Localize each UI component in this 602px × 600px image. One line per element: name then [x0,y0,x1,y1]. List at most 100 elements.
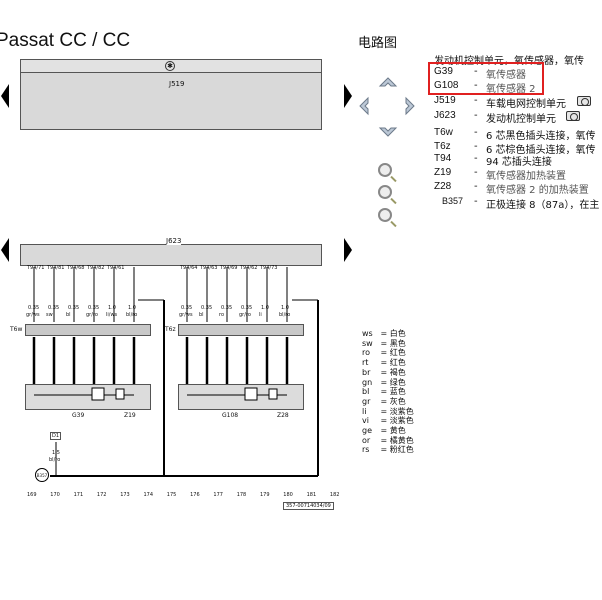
g39-sensor-box [25,384,151,410]
color-name: 黑色 [389,338,406,348]
wire-color: bl/ro [126,312,138,318]
camera-icon[interactable] [577,96,591,106]
equals-sign: = [378,348,390,358]
legend-dash: - [474,167,478,178]
wire-color: gr/ws [26,312,40,318]
equals-sign: = [378,406,390,416]
t6w-label: T6w [10,326,23,333]
camera-icon[interactable] [566,111,580,121]
j519-label: J519 [169,80,185,88]
prev-page-arrow-lower-icon[interactable] [1,238,9,262]
legend-code: Z19 [434,167,452,178]
pin-connector-label: T94/69 [220,265,238,271]
legend-code: T94 [434,153,452,164]
equals-sign: = [378,367,390,377]
pin-connector-label: T94/62 [240,265,258,271]
color-name: 淡紫色 [389,406,414,416]
color-code: br [362,367,371,377]
color-name: 白色 [389,329,406,338]
color-code: rt [362,358,369,368]
color-code: ge [362,426,372,435]
fuse-d1: D1 [50,432,61,440]
pin-connector-label: T94/81 [47,265,65,271]
color-code-row: vi = 淡紫色 [362,415,414,426]
color-name: 红色 [389,358,406,368]
fuse-wire-color: bl/ro [49,457,61,463]
color-code-row: rt = 红色 [362,357,406,368]
color-name: 褐色 [389,367,406,377]
left-sensor-element [91,387,105,401]
wiring-diagram [32,267,319,477]
legend-description: 氧传感器 [486,70,526,81]
zoom-out-icon[interactable] [378,208,392,222]
legend-description: 6 芯棕色插头连接，氧传 [486,145,596,156]
next-page-arrow-lower-icon[interactable] [344,238,352,262]
document-id: 357-00714034/09 [283,502,334,510]
equals-sign: = [378,387,390,397]
legend-description: 氧传感器 2 [486,84,536,95]
legend-dash: - [474,66,478,77]
color-code-row: sw = 黑色 [362,338,406,349]
color-code: sw [362,338,373,348]
color-name: 橘黄色 [389,435,414,445]
legend-description: 正极连接 8（87a），在主 [486,200,600,211]
grid-number: 180 [283,492,293,498]
color-code: vi [362,416,369,426]
color-code-row: or = 橘黄色 [362,435,414,446]
color-code-row: gn = 绿色 [362,377,406,388]
equals-sign: = [378,435,390,445]
g108-label: G108 [222,412,239,419]
grid-number: 177 [213,492,223,498]
pin-connector-label: T94/64 [180,265,198,271]
legend-dash: - [474,95,478,106]
legend-code: G39 [434,66,453,77]
wire-color: bl [66,312,71,318]
pin-connector-label: T94/82 [87,265,105,271]
color-code-row: br = 褐色 [362,367,406,378]
wire-color: gr/ro [239,312,251,318]
color-name: 绿色 [389,377,406,387]
grid-number: 174 [143,492,154,498]
nav-arrows-icon[interactable] [358,76,418,140]
legend-description: 6 芯黑色插头连接，氧传 [486,131,596,142]
nav-pad [358,76,418,140]
grid-number: 178 [236,492,247,498]
legend-dash: - [474,127,478,138]
pin-connector-label: T94/68 [67,265,85,271]
pin-connector-label: T94/61 [107,265,125,271]
grid-number: 182 [329,492,340,498]
wire-color: ro [219,312,225,318]
legend-description: 氧传感器加热装置 [486,171,566,182]
grid-number: 172 [96,492,107,498]
zoom-in-icon[interactable] [378,185,392,199]
pin-connector-label: T94/63 [200,265,218,271]
color-code-row: rs = 粉红色 [362,444,414,455]
g108-sensor-box [178,384,304,410]
zoom-fit-icon[interactable] [378,163,392,177]
grid-number: 179 [260,492,270,498]
grid-number: 181 [306,492,317,498]
wire-color: li/ws [106,312,118,318]
wire-size: 1.0 [108,305,116,311]
color-code: ro [362,348,371,358]
color-code: li [362,406,367,416]
wire-color: li [259,312,262,318]
grid-number: 173 [120,492,130,498]
b357-terminal: B357 [35,468,49,482]
equals-sign: = [378,329,390,338]
highlight-box [428,62,544,95]
next-page-arrow-icon[interactable] [344,84,352,108]
prev-page-arrow-icon[interactable] [1,84,9,108]
pin-connector-label: T94/71 [27,265,45,271]
equals-sign: = [378,338,390,348]
color-code-row: li = 淡紫色 [362,406,414,417]
equals-sign: = [378,426,390,435]
right-heater-element [268,388,278,400]
wire-color: bl/ro [279,312,291,318]
color-code-row: ro = 红色 [362,347,406,358]
legend-description: 发动机控制单元 [486,114,556,125]
color-code: or [362,435,371,445]
legend-dash: - [474,181,478,192]
wire-size: 1.0 [261,305,269,311]
legend-code: G108 [434,80,459,91]
